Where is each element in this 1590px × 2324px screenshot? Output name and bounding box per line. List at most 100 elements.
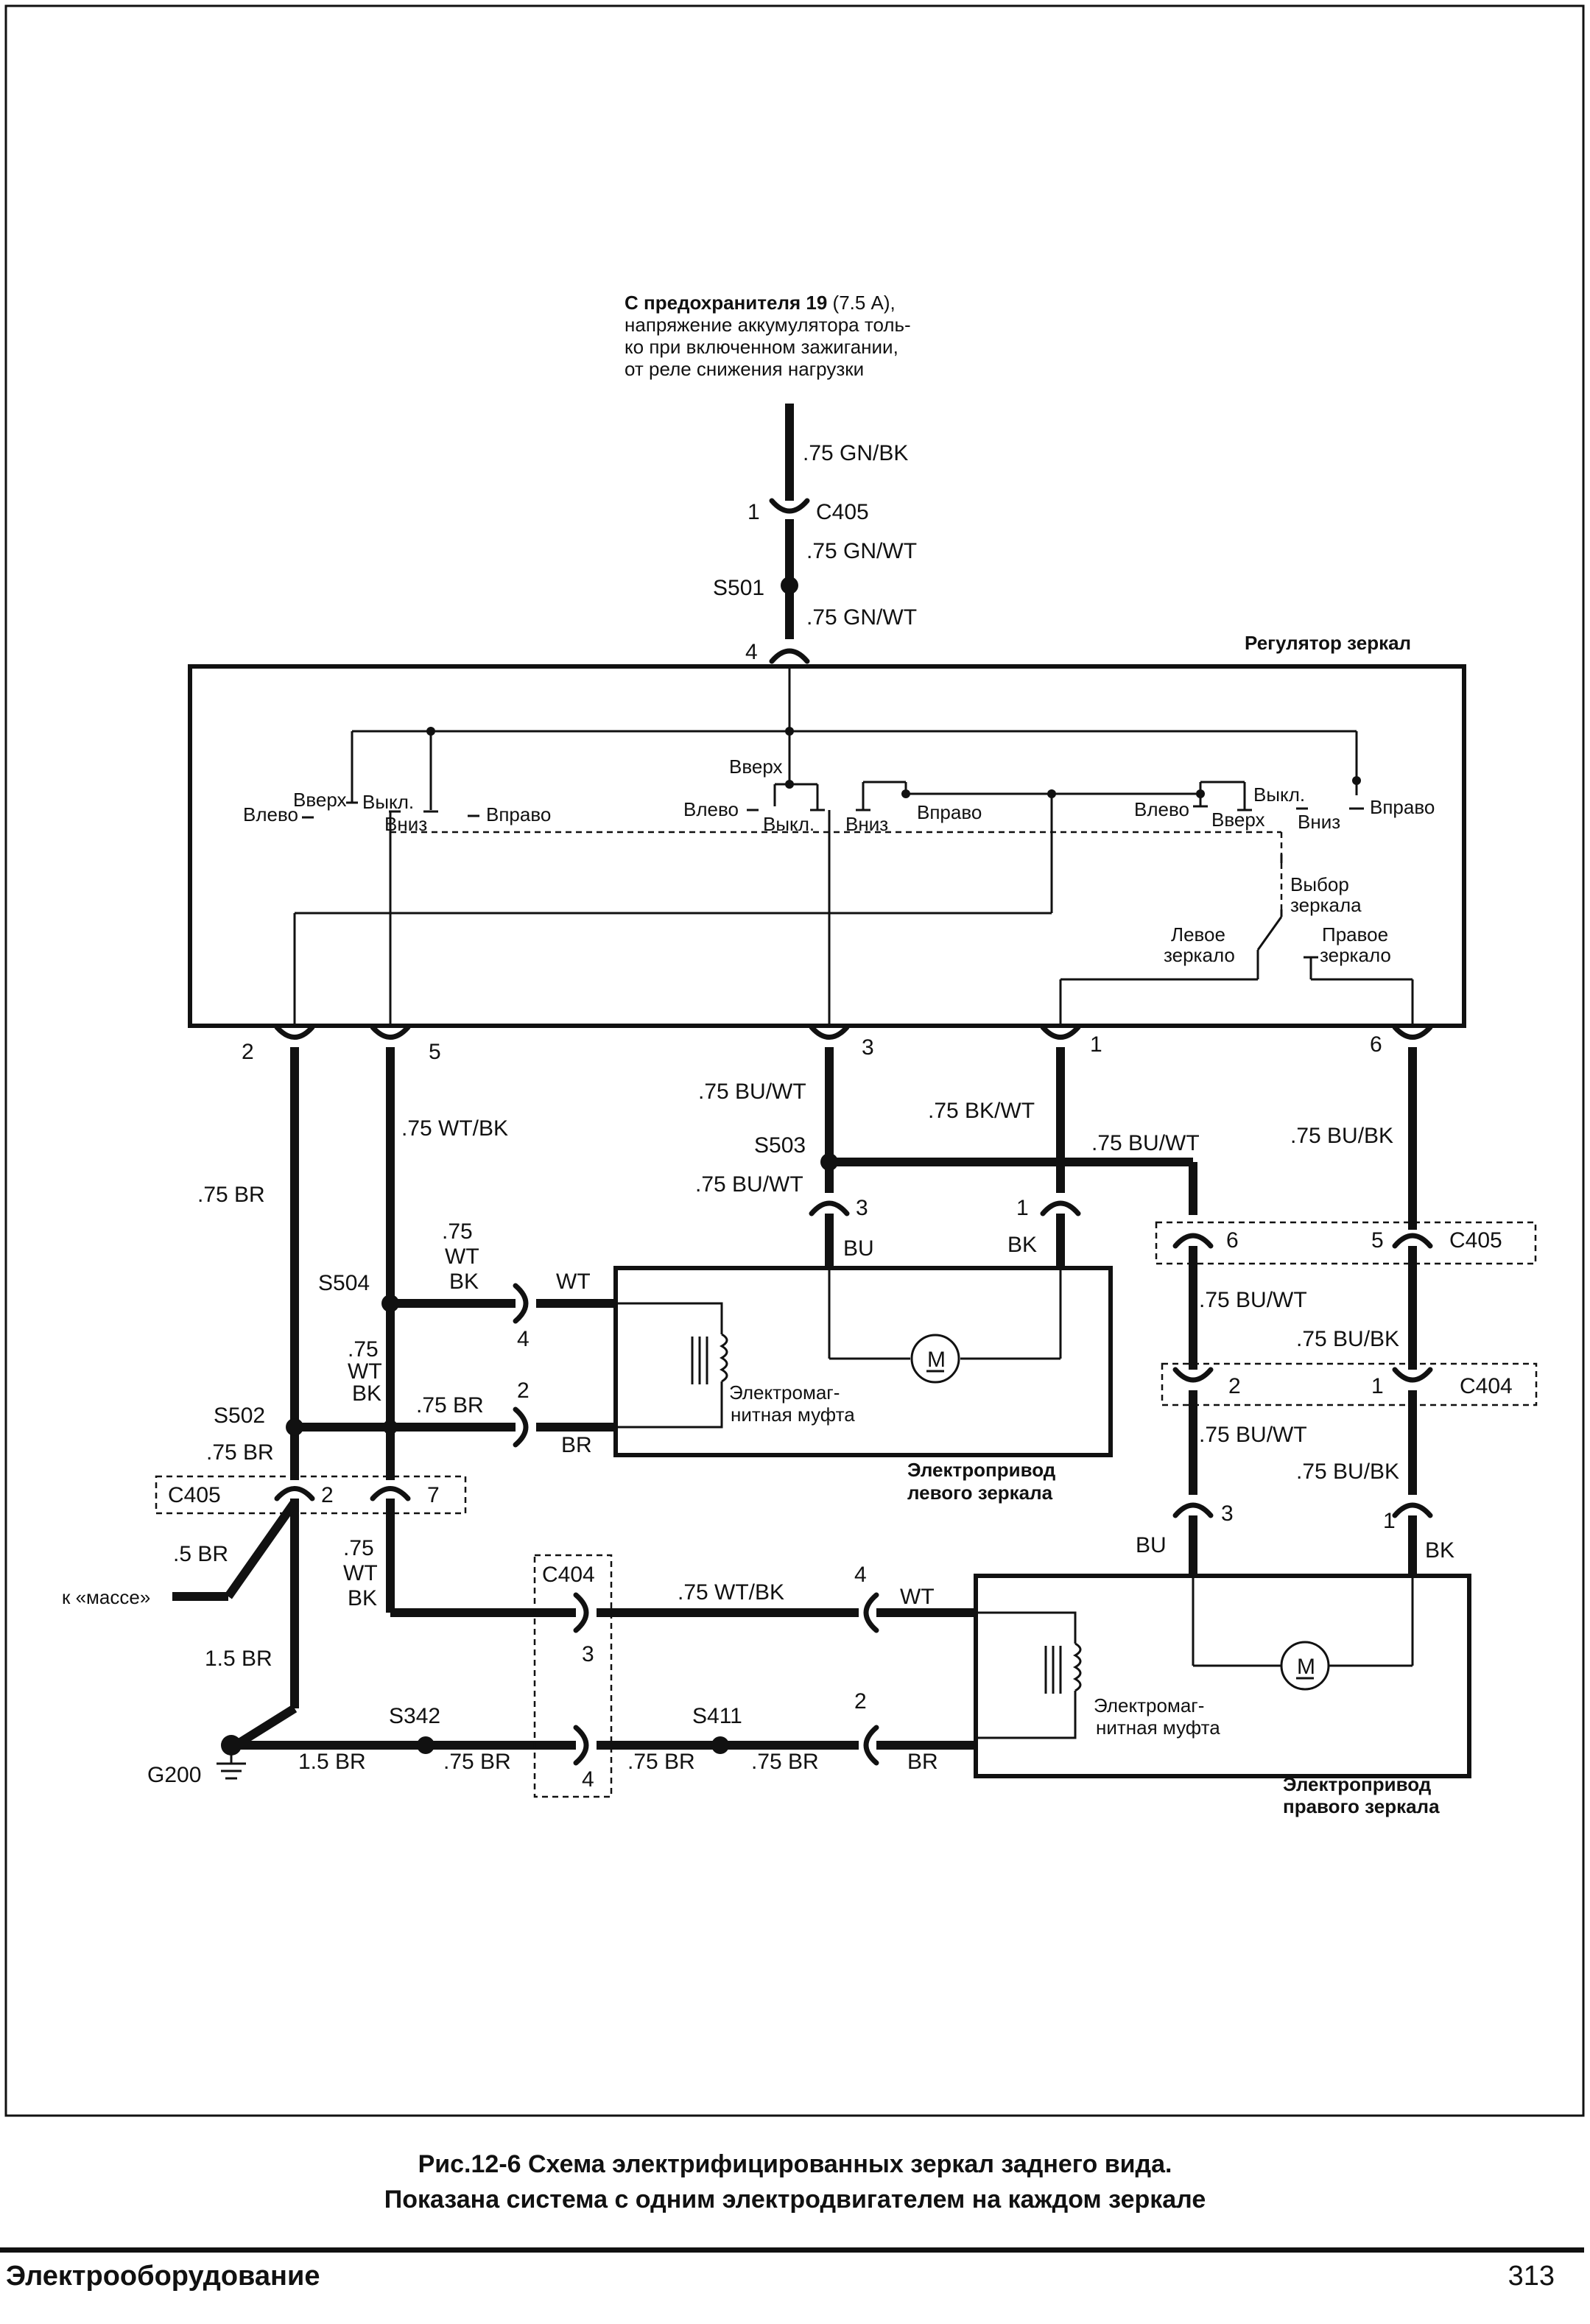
wire-label-bu-wt-3: .75 BU/WT xyxy=(698,1080,806,1104)
splice-label-s502: S502 xyxy=(214,1404,265,1428)
wire-label-br-s502: .75 BR xyxy=(206,1440,274,1465)
pin-1: 1 xyxy=(1090,1032,1102,1057)
connector-label-c405-right: C405 xyxy=(1449,1228,1502,1253)
splice-label-s411: S411 xyxy=(692,1704,742,1728)
figure-caption-line1: Рис.12-6 Схема электрифицированных зерка… xyxy=(418,2150,1172,2178)
right-clutch-coil-icon xyxy=(976,1611,1082,1739)
left-actuator-name-1: Электропривод xyxy=(907,1459,1056,1481)
ctrl-label-left-1: Влево xyxy=(243,803,298,825)
ctrl-label-off-3: Выкл. xyxy=(1253,784,1305,806)
ctrl-label-lmirror-2: зеркало xyxy=(1164,944,1235,966)
pin-5: 5 xyxy=(429,1040,441,1064)
mirror-controller-box xyxy=(188,664,1466,1028)
right-clutch-label-2: нитная муфта xyxy=(1096,1716,1220,1739)
wire-label-wt-bk-c405-1: .75 xyxy=(343,1536,374,1560)
pin-rm-3: 3 xyxy=(1221,1501,1234,1526)
wire-label-br-15-b: 1.5 BR xyxy=(298,1750,366,1774)
ctrl-label-up-3: Вверх xyxy=(1211,809,1265,831)
connector-c404-bottom-frame xyxy=(533,1554,613,1798)
ctrl-label-left-3: Влево xyxy=(1134,798,1189,820)
right-actuator-name-2: правого зеркала xyxy=(1283,1795,1440,1817)
wire-label-br-2: .75 BR xyxy=(197,1183,265,1207)
pin-2: 2 xyxy=(242,1040,254,1064)
pin-6: 6 xyxy=(1370,1032,1382,1057)
code-bu-right: BU xyxy=(1136,1533,1167,1557)
pin-3: 3 xyxy=(862,1035,874,1060)
code-br-left: BR xyxy=(561,1433,592,1457)
code-bu-left: BU xyxy=(843,1236,874,1261)
wire-label-wt-bk-c404: .75 WT/BK xyxy=(678,1580,784,1605)
pin-c404-right-1: 1 xyxy=(1371,1374,1384,1398)
pin-c405-right-6: 6 xyxy=(1226,1228,1239,1253)
footer-rule xyxy=(0,2247,1584,2253)
ctrl-label-left-2: Влево xyxy=(683,798,739,820)
code-bk-left: BK xyxy=(1007,1233,1037,1257)
ground-label: к «массе» xyxy=(62,1586,150,1608)
connector-c405-left-frame xyxy=(155,1475,467,1515)
ctrl-label-select-1: Выбор xyxy=(1290,873,1349,895)
figure-caption-line2: Показана система с одним электродвигател… xyxy=(384,2186,1206,2214)
wire-label-br-15-a: 1.5 BR xyxy=(205,1647,272,1671)
connector-rm-4 xyxy=(863,1592,879,1633)
wire-label-wt-bk-s504-3: BK xyxy=(449,1270,479,1294)
connector-pin-3 xyxy=(809,1024,850,1040)
ctrl-label-right-3: Вправо xyxy=(1370,796,1435,818)
wire-label-bk-wt-1: .75 BK/WT xyxy=(928,1099,1035,1123)
footer-section-title: Электрооборудование xyxy=(6,2261,320,2292)
pin-c404-bottom-3: 3 xyxy=(582,1642,594,1666)
source-note-line2: напряжение аккумулятора толь- xyxy=(625,314,911,336)
code-bk-right: BK xyxy=(1425,1538,1454,1563)
connector-c404-bottom-3 xyxy=(573,1592,589,1633)
connector-label-c405-top: C405 xyxy=(816,500,869,524)
pin-rm-4: 4 xyxy=(854,1563,867,1587)
connector-pin-6 xyxy=(1392,1024,1433,1040)
left-clutch-coil-icon xyxy=(616,1302,728,1429)
pin-c405-right-5: 5 xyxy=(1371,1228,1384,1253)
connector-lm-3 xyxy=(809,1200,850,1216)
pin-c404-bottom-4: 4 xyxy=(582,1767,594,1792)
footer-page-number: 313 xyxy=(1508,2261,1555,2292)
wire-label-wt-bk-s504-2: WT xyxy=(445,1244,479,1269)
left-motor-icon xyxy=(910,1334,960,1384)
connector-lm-1 xyxy=(1040,1200,1081,1216)
splice-label-s342: S342 xyxy=(389,1704,440,1728)
connector-c405-right-6 xyxy=(1172,1233,1214,1249)
wire-label-wt-bk-down-1: .75 xyxy=(348,1337,379,1362)
source-note-line4: от реле снижения нагрузки xyxy=(625,358,864,380)
splice-label-s503: S503 xyxy=(754,1133,806,1158)
left-clutch-label-2: нитная муфта xyxy=(731,1404,855,1426)
left-clutch-label-1: Электромаг- xyxy=(729,1381,840,1404)
wire-label-br-05: .5 BR xyxy=(173,1542,228,1566)
wire-label-bu-wt-right: .75 BU/WT xyxy=(1091,1131,1200,1155)
connector-c405-left-7 xyxy=(370,1486,411,1501)
wire-label-wt-bk-s504-1: .75 xyxy=(442,1219,473,1244)
code-wt-left: WT xyxy=(556,1270,591,1294)
wire-label-wt-bk-c405-2: WT xyxy=(343,1561,378,1585)
right-mirror-actuator-box xyxy=(974,1574,1471,1778)
pin-lm-1: 1 xyxy=(1016,1196,1029,1220)
connector-c405-right-frame xyxy=(1155,1221,1537,1265)
ctrl-label-rmirror-1: Правое xyxy=(1322,923,1388,946)
pin-ctrl-4: 4 xyxy=(745,640,758,664)
page-frame xyxy=(4,4,1585,2117)
wire-label-wt-bk-c405-3: BK xyxy=(348,1586,377,1610)
code-wt-right: WT xyxy=(900,1585,935,1609)
splice-label-s501: S501 xyxy=(713,576,764,600)
source-note-line3: ко при включенном зажигании, xyxy=(625,336,898,358)
connector-c404-bottom-4 xyxy=(573,1725,589,1766)
pin-c405-left-7: 7 xyxy=(427,1483,440,1507)
wire-label-br-c404-4: .75 BR xyxy=(627,1750,695,1774)
wire-label-bu-wt-s503: .75 BU/WT xyxy=(695,1172,803,1197)
wire-label-gn-wt-1: .75 GN/WT xyxy=(806,539,917,563)
connector-label-c404-bottom: C404 xyxy=(542,1563,595,1587)
ctrl-label-down-2: Вниз xyxy=(845,813,888,835)
connector-pin-5 xyxy=(370,1024,411,1040)
connector-label-c404-right: C404 xyxy=(1460,1374,1513,1398)
connector-c405-right-5 xyxy=(1392,1233,1433,1249)
ctrl-label-lmirror-1: Левое xyxy=(1171,923,1225,946)
pin-c405-1: 1 xyxy=(747,500,760,524)
ctrl-label-select-2: зеркала xyxy=(1290,894,1362,916)
pin-c404-right-2: 2 xyxy=(1228,1374,1241,1398)
ctrl-label-down-1: Вниз xyxy=(384,813,427,835)
wire-label-gn-bk: .75 GN/BK xyxy=(803,441,908,465)
